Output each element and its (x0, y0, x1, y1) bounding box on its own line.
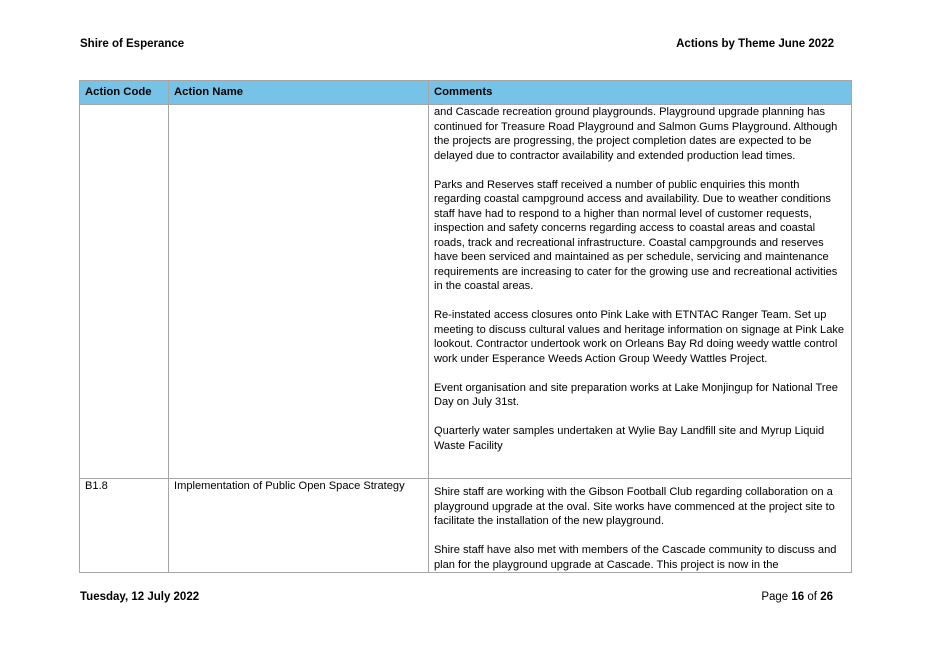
column-header-action-code: Action Code (79, 80, 169, 105)
comment-paragraph: Shire staff are working with the Gibson … (434, 486, 835, 527)
action-name-cell: Implementation of Public Open Space Stra… (168, 478, 429, 573)
comment-paragraph: Quarterly water samples undertaken at Wy… (434, 425, 825, 452)
comment-paragraph: and Cascade recreation ground playground… (434, 106, 838, 162)
page-current: 16 (791, 591, 805, 603)
action-name-cell (168, 104, 429, 479)
page-of: of (807, 591, 817, 603)
actions-table: Action Code Action Name Comments and Cas… (79, 80, 852, 573)
table-row: B1.8 Implementation of Public Open Space… (79, 478, 852, 573)
comment-paragraph: Parks and Reserves staff received a numb… (434, 178, 838, 293)
table-header-row: Action Code Action Name Comments (79, 80, 852, 105)
action-code-cell: B1.8 (79, 478, 169, 573)
comments-cell: Shire staff are working with the Gibson … (428, 478, 852, 573)
comment-paragraph: Event organisation and site preparation … (434, 381, 838, 409)
column-header-action-name: Action Name (168, 80, 429, 105)
table-row: and Cascade recreation ground playground… (79, 104, 852, 479)
comment-paragraph: Shire staff have also met with members o… (434, 544, 837, 571)
report-date: Tuesday, 12 July 2022 (80, 591, 200, 603)
organisation-name: Shire of Esperance (80, 38, 185, 50)
report-title: Actions by Theme June 2022 (676, 38, 834, 50)
page-number: Page 16 of 26 (761, 591, 833, 603)
page-total: 26 (820, 591, 833, 603)
column-header-comments: Comments (428, 80, 852, 105)
comments-cell: and Cascade recreation ground playground… (428, 104, 852, 479)
comment-paragraph: Re-instated access closures onto Pink La… (434, 309, 845, 365)
page-prefix: Page (761, 591, 789, 603)
action-code-cell (79, 104, 169, 479)
